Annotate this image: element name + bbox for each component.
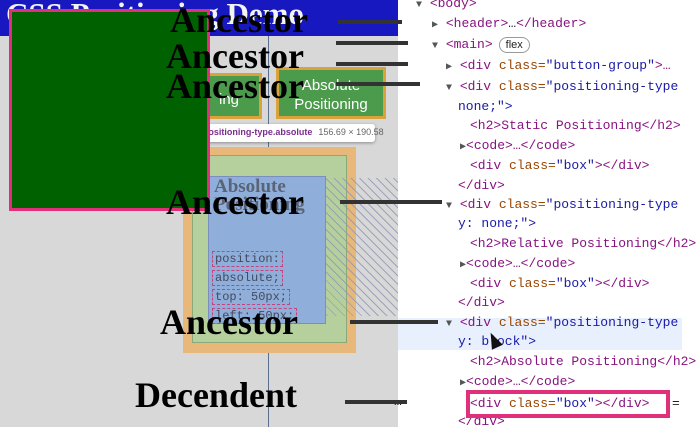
- dom-attr-continuation: none;">: [458, 99, 513, 114]
- static-positioning-button-label: ing: [219, 91, 240, 108]
- tooltip-dimensions: 156.69 × 190.58: [318, 127, 384, 137]
- annotation-connector: [336, 41, 408, 45]
- green-positioned-box: [9, 9, 210, 211]
- annotation-label: Ancestor: [166, 36, 304, 76]
- annotation-connector: [345, 400, 407, 404]
- expanded-triangle-icon[interactable]: ▼: [446, 319, 453, 330]
- code-line: left: 50px;: [212, 308, 298, 324]
- annotation-connector: [340, 200, 442, 204]
- rendered-page-panel: CSS Positioning Demo ing Absolute Positi…: [0, 0, 398, 427]
- expanded-triangle-icon[interactable]: ▼: [432, 41, 439, 52]
- absolute-button-line1: Absolute: [301, 77, 361, 94]
- selected-node-outline: [466, 390, 670, 418]
- absolute-positioning-button[interactable]: Absolute Positioning: [276, 67, 386, 119]
- expanded-triangle-icon[interactable]: ▼: [446, 83, 453, 94]
- annotation-connector: [336, 62, 408, 66]
- code-line: absolute;: [212, 270, 283, 286]
- selected-node-highlight: [398, 318, 682, 350]
- collapsed-triangle-icon[interactable]: ▶: [432, 20, 439, 31]
- dom-node-header[interactable]: ▶ <header>…</header>: [432, 16, 587, 31]
- absolute-heading-line2: Positioning: [214, 194, 305, 215]
- dom-node-box[interactable]: <div class="box"></div>: [470, 276, 650, 291]
- dom-node-code[interactable]: ▶<code>…</code>: [460, 256, 576, 271]
- dom-node-code[interactable]: ▶<code>…</code>: [460, 138, 576, 153]
- annotation-label: Ancestor: [166, 66, 304, 106]
- dom-node-positioning-relative[interactable]: ▼ <div class="positioning-type: [446, 197, 679, 212]
- dom-inspector-panel: ▼ <body> ▶ <header>…</header> ▼ <main>fl…: [394, 0, 696, 429]
- dom-attr-continuation: y: block">: [458, 334, 537, 349]
- annotation-label: Ancestor: [170, 0, 308, 40]
- absolute-heading-line1: Absolute: [214, 176, 286, 197]
- dom-attr-continuation: y: none;">: [458, 216, 537, 231]
- dom-node-button-group[interactable]: ▶ <div class="button-group">…: [446, 58, 671, 73]
- dom-node-body[interactable]: ▼ <body>: [416, 0, 477, 11]
- code-line: top: 50px;: [212, 289, 291, 305]
- absolute-section-heading: Absolute Positioning: [214, 176, 305, 215]
- collapsed-triangle-icon[interactable]: ▶: [460, 142, 467, 153]
- collapsed-triangle-icon[interactable]: ▶: [460, 260, 467, 271]
- dom-node-box[interactable]: <div class="box"></div>: [470, 158, 650, 173]
- annotation-label: Ancestor: [160, 302, 298, 342]
- dom-node-h2-relative[interactable]: <h2>Relative Positioning</h2>: [470, 236, 696, 251]
- collapsed-triangle-icon[interactable]: ▶: [446, 62, 453, 73]
- annotation-connector: [338, 20, 402, 24]
- expanded-triangle-icon[interactable]: ▼: [416, 0, 423, 11]
- annotation-label: Decendent: [135, 375, 297, 415]
- dom-node-code[interactable]: ▶<code>…</code>: [460, 374, 576, 389]
- dom-node-h2-absolute[interactable]: <h2>Absolute Positioning</h2>: [470, 354, 696, 369]
- dom-equals-marker: =: [672, 396, 680, 411]
- expanded-triangle-icon[interactable]: ▼: [446, 201, 453, 212]
- tooltip-selector: div.positioning-type.absolute: [188, 127, 313, 137]
- overflow-hatch-overlay: [320, 178, 398, 316]
- dom-node-positioning-absolute[interactable]: ▼ <div class="positioning-type: [446, 315, 679, 330]
- code-line: position:: [212, 251, 283, 267]
- dom-node-h2-static[interactable]: <h2>Static Positioning</h2>: [470, 118, 681, 133]
- absolute-box-overlay: [208, 176, 326, 324]
- absolute-button-line2: Positioning: [294, 96, 368, 113]
- dom-node-close: </div>: [458, 178, 505, 193]
- annotation-connector: [336, 82, 420, 86]
- annotation-connector: [350, 320, 438, 324]
- element-tooltip: div.positioning-type.absolute 156.69 × 19…: [183, 124, 384, 142]
- dom-node-positioning-static[interactable]: ▼ <div class="positioning-type: [446, 79, 679, 94]
- flex-badge[interactable]: flex: [498, 37, 530, 53]
- annotation-label: Ancestor: [166, 182, 304, 222]
- dom-node-close: </div>: [458, 295, 505, 310]
- collapsed-triangle-icon[interactable]: ▶: [460, 378, 467, 389]
- dom-node-box-selected[interactable]: <div class="box"></div>: [470, 396, 650, 411]
- dom-node-main[interactable]: ▼ <main>flex: [432, 35, 530, 55]
